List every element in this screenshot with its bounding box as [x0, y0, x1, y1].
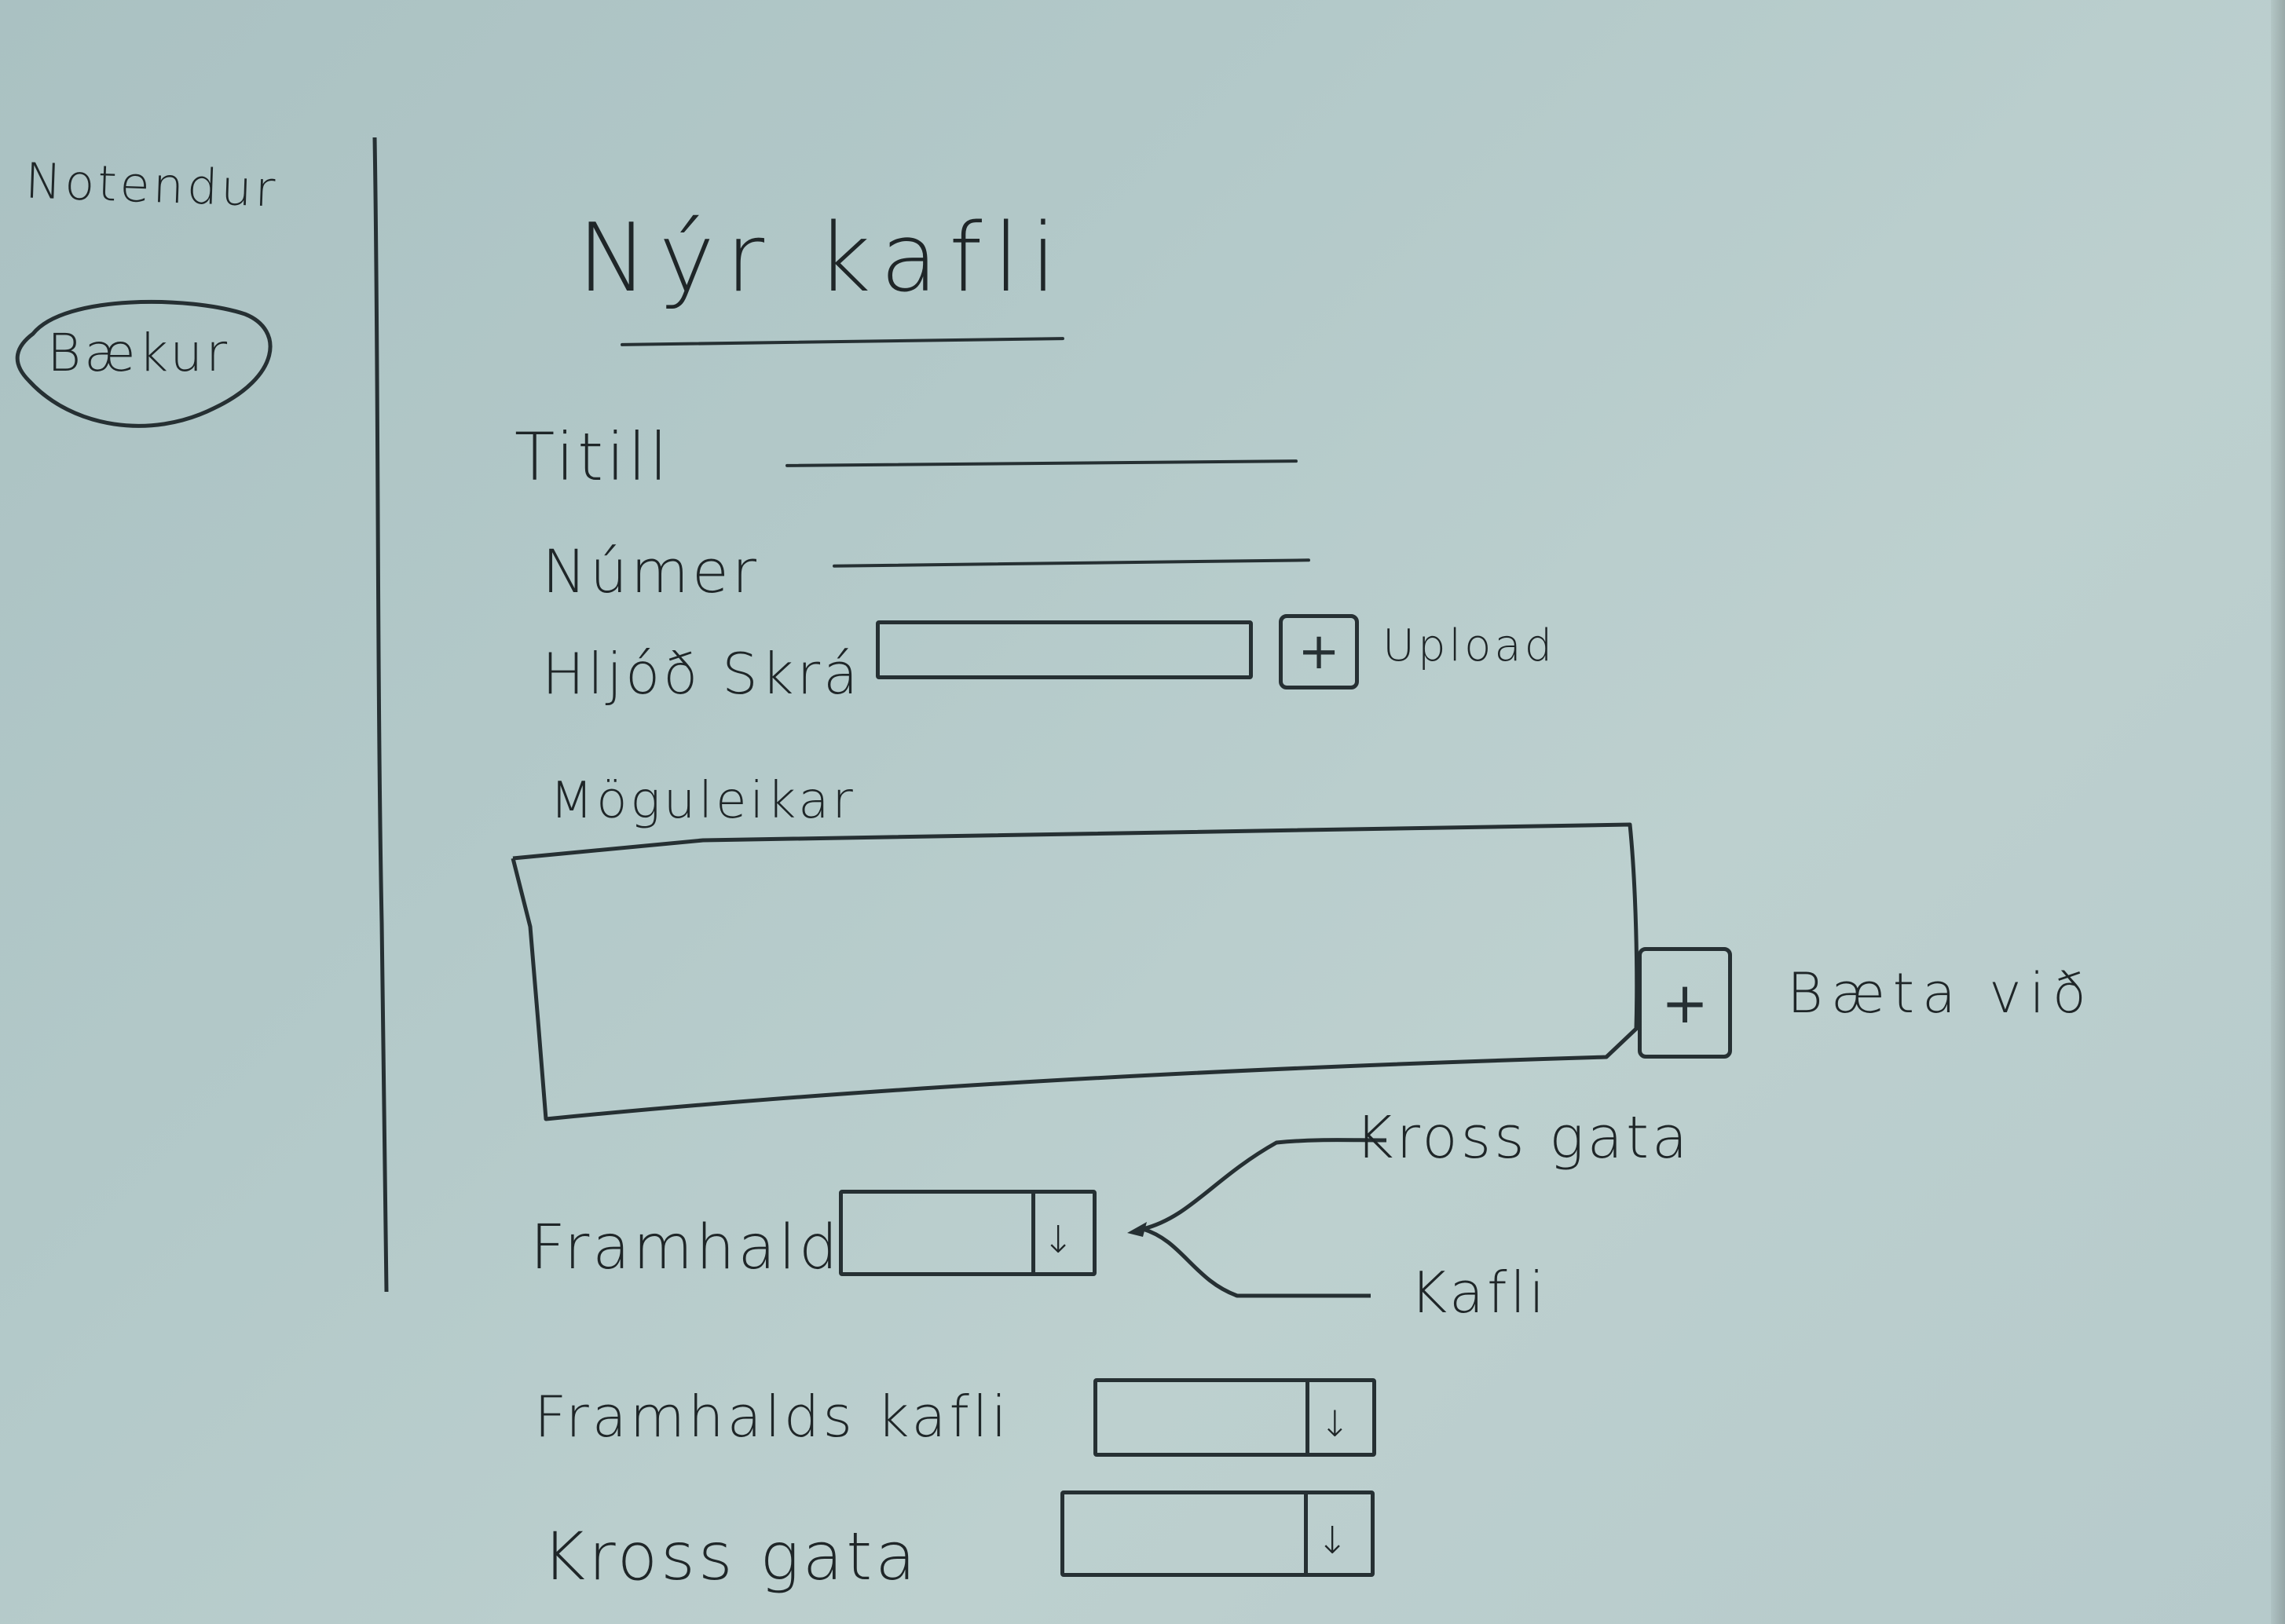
arrow-down-icon: ↓	[1042, 1218, 1075, 1262]
upload-button[interactable]: +	[1279, 614, 1359, 689]
page-title: Nýr kafli	[577, 204, 1068, 313]
paper-edge	[2271, 0, 2285, 1624]
title-underline	[620, 337, 1065, 346]
number-label: Númer	[542, 536, 760, 606]
sidebar-item-notendur[interactable]: Notendur	[24, 152, 280, 218]
crossroad-select[interactable]	[1060, 1490, 1375, 1577]
continuation-chapter-dropdown-divider	[1305, 1381, 1309, 1455]
crossroad-label: Kross gata	[542, 1518, 919, 1595]
sidebar-item-baekur[interactable]: Bækur	[9, 287, 280, 436]
upload-label: Upload	[1382, 620, 1556, 671]
audio-file-input[interactable]	[876, 620, 1253, 679]
arrow-down-icon: ↓	[1320, 1403, 1350, 1445]
continuation-dropdown-divider	[1031, 1192, 1035, 1275]
title-label: Titill	[514, 419, 672, 496]
arrow-down-icon: ↓	[1316, 1519, 1349, 1563]
dropdown-options-arrows	[1127, 1138, 1387, 1298]
continuation-chapter-select[interactable]	[1093, 1378, 1376, 1457]
continuation-option-crossroad: Kross gata	[1355, 1104, 1691, 1172]
continuation-chapter-label: Framhalds kafli	[534, 1384, 1010, 1450]
plus-icon: +	[1298, 623, 1340, 681]
title-input[interactable]	[785, 459, 1298, 467]
options-label: Möguleikar	[550, 772, 856, 830]
continuation-label: Framhald	[530, 1213, 841, 1283]
add-option-label: Bæta við	[1787, 961, 2094, 1026]
plus-icon: +	[1661, 970, 1709, 1036]
sidebar-divider	[372, 137, 389, 1293]
add-option-button[interactable]: +	[1638, 947, 1732, 1059]
options-textarea-outline	[511, 822, 1639, 1121]
sidebar-item-label: Bækur	[47, 323, 231, 383]
audio-file-label: Hljóð Skrá	[542, 641, 862, 707]
selection-circle	[15, 299, 273, 428]
continuation-select[interactable]	[839, 1190, 1097, 1276]
continuation-option-chapter: Kafli	[1410, 1260, 1548, 1326]
crossroad-dropdown-divider	[1304, 1492, 1308, 1575]
number-input[interactable]	[832, 558, 1311, 568]
